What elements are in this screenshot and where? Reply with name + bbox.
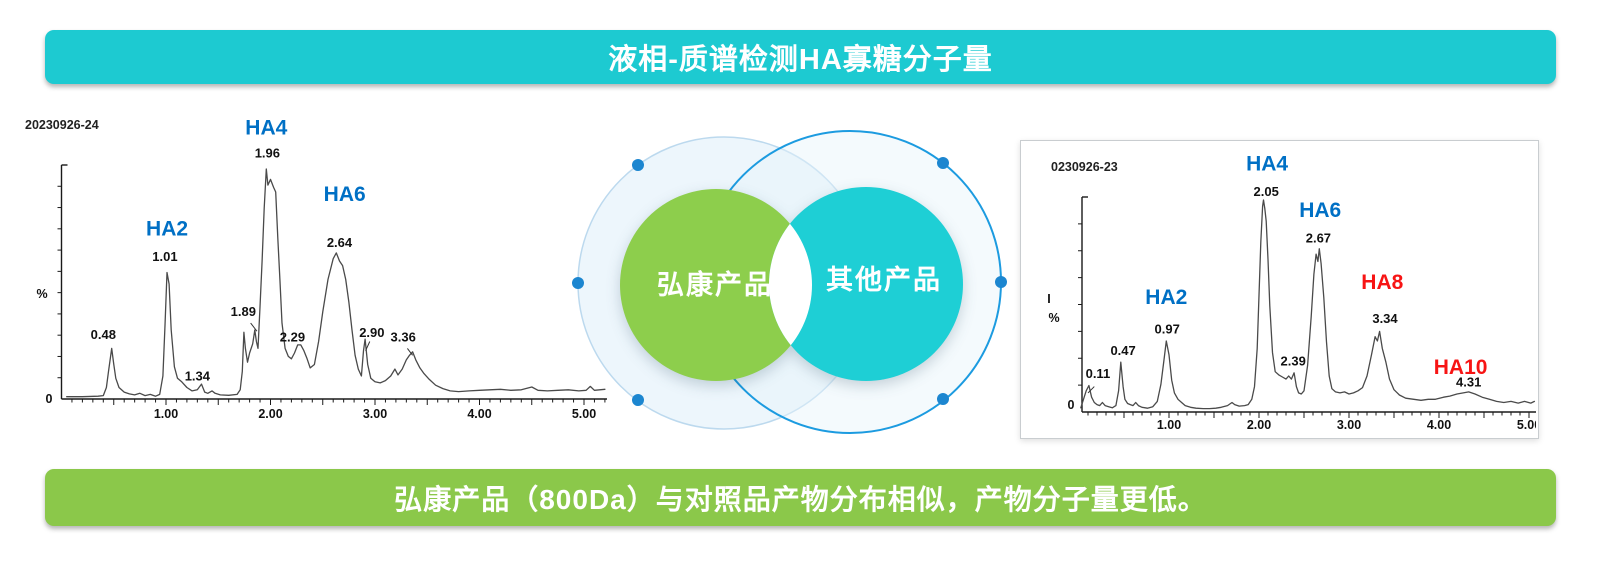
peak-label: 2.29: [280, 330, 305, 345]
x-tick-label: 5.00: [1517, 418, 1536, 432]
peak-label: 3.36: [391, 330, 416, 345]
peak-label: HA4: [245, 117, 287, 140]
node-dot-icon: [937, 157, 949, 169]
peak-label: 0.47: [1110, 343, 1135, 358]
peak-leader-line: [365, 341, 371, 351]
y-origin-label: 0: [46, 392, 53, 406]
peak-label: 2.05: [1254, 184, 1279, 199]
node-dot-icon: [937, 393, 949, 405]
peak-label: HA6: [324, 183, 366, 206]
y-axis-mark: I: [1047, 292, 1050, 306]
peak-leader-line: [250, 322, 258, 332]
x-tick-label: 3.00: [363, 407, 387, 421]
sample-id-label: 0230926-23: [1051, 160, 1118, 174]
node-dot-icon: [632, 394, 644, 406]
chromatogram-curve: [1080, 199, 1536, 410]
peak-label: 1.01: [152, 249, 177, 264]
left-chromatogram: 1.00 2.00 3.00 4.00 5.00 20230926-24% 0 0.48 HA2…: [18, 102, 622, 424]
peak-label: HA2: [1145, 286, 1187, 309]
peak-label: 3.34: [1372, 311, 1398, 326]
peak-label: HA2: [146, 218, 188, 241]
right-chromatogram-svg: 1.00 2.00 3.00 4.00 5.00 0230926-23% 0 I 0.11 0.4…: [1047, 152, 1536, 432]
peak-label: 4.31: [1456, 375, 1481, 390]
footer-banner: 弘康产品（800Da）与对照品产物分布相似，产物分子量更低。: [45, 469, 1556, 526]
x-tick-label: 1.00: [1157, 418, 1181, 432]
peak-leader-line: [1087, 386, 1095, 394]
peak-label: 2.39: [1281, 353, 1306, 368]
x-tick-label: 2.00: [258, 407, 282, 421]
peak-label: 2.64: [327, 235, 353, 250]
conclusion-text: 弘康产品（800Da）与对照品产物分布相似，产物分子量更低。: [394, 483, 1207, 515]
peak-label: 0.11: [1086, 366, 1111, 381]
page-title: 液相-质谱检测HA寡糖分子量: [608, 44, 993, 76]
venn-svg: 弘康产品 其他产品: [572, 130, 1007, 434]
sample-id-label: 20230926-24: [25, 118, 99, 132]
x-tick-label: 5.00: [572, 407, 596, 421]
peak-label: HA6: [1299, 199, 1341, 222]
right-chromatogram-panel: 1.00 2.00 3.00 4.00 5.00 0230926-23% 0 I 0.11 0.4…: [1020, 140, 1539, 439]
peak-label: HA10: [1434, 356, 1488, 379]
node-dot-icon: [632, 159, 644, 171]
y-axis-label: %: [36, 287, 47, 301]
x-tick-label: 4.00: [467, 407, 491, 421]
left-chromatogram-svg: 1.00 2.00 3.00 4.00 5.00 20230926-24% 0 0.48 HA2…: [25, 117, 607, 421]
peak-label: 1.96: [255, 146, 280, 161]
header-banner: 液相-质谱检测HA寡糖分子量: [45, 30, 1556, 84]
peak-label: 1.34: [185, 369, 211, 384]
y-origin-label: 0: [1068, 398, 1075, 412]
node-dot-icon: [572, 277, 584, 289]
peak-label: 0.48: [91, 327, 116, 342]
venn-diagram: 弘康产品 其他产品: [552, 115, 1027, 460]
x-tick-label: 3.00: [1337, 418, 1361, 432]
peak-label: HA4: [1246, 152, 1288, 175]
peak-label: HA8: [1361, 271, 1403, 294]
y-axis-label: %: [1048, 311, 1059, 325]
x-tick-label: 1.00: [154, 407, 178, 421]
peak-label: 1.89: [231, 304, 256, 319]
x-tick-label: 4.00: [1427, 418, 1451, 432]
peak-label: 2.90: [359, 325, 384, 340]
peak-label: 0.97: [1155, 322, 1180, 337]
chromatogram-curve: [66, 168, 606, 398]
venn-left-label: 弘康产品: [657, 269, 773, 300]
venn-green-circle: [620, 189, 812, 381]
venn-main-circles: [620, 187, 963, 381]
venn-cyan-circle: [769, 187, 963, 381]
node-dot-icon: [995, 276, 1007, 288]
peak-label: 2.67: [1306, 230, 1331, 245]
venn-right-label: 其他产品: [826, 265, 942, 295]
x-tick-label: 2.00: [1247, 418, 1271, 432]
peak-leader-line: [406, 348, 414, 356]
